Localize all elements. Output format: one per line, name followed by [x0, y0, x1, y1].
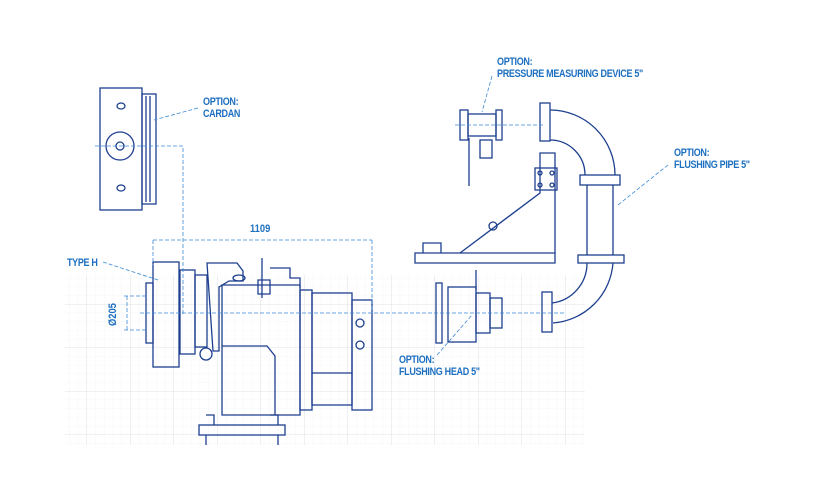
- type-h-label: TYPE H: [67, 257, 98, 269]
- cardan-option-drawing: [99, 87, 157, 211]
- cardan-label-name: CARDAN: [203, 108, 241, 120]
- flushing-pipe-drawing: [414, 102, 625, 333]
- pressure-device-label: OPTION: PRESSURE MEASURING DEVICE 5": [497, 56, 643, 80]
- pressure-device-drawing: [459, 109, 503, 186]
- leader-pressure: [481, 75, 493, 113]
- flushing-head-label: OPTION: FLUSHING HEAD 5": [399, 354, 480, 378]
- main-unit-drawing: [145, 258, 373, 445]
- flushing-head-label-name: FLUSHING HEAD 5": [399, 366, 480, 378]
- pressure-device-label-title: OPTION:: [497, 56, 533, 68]
- leader-flushing-pipe: [617, 164, 669, 206]
- flushing-pipe-label-title: OPTION:: [674, 147, 710, 159]
- flushing-pipe-label-name: FLUSHING PIPE 5": [674, 159, 750, 171]
- flushing-head-label-title: OPTION:: [399, 354, 435, 366]
- dimension-line-205: [124, 295, 146, 331]
- pressure-device-label-name: PRESSURE MEASURING DEVICE 5": [497, 68, 643, 80]
- cardan-centerline: [95, 145, 184, 314]
- dimension-line-1109: [152, 239, 373, 313]
- leader-cardan: [153, 107, 199, 121]
- leader-type-h: [102, 261, 159, 281]
- leader-flushing-head: [436, 314, 473, 356]
- cardan-label-title: OPTION:: [203, 96, 239, 108]
- cardan-label: OPTION: CARDAN: [203, 96, 240, 120]
- length-dimension: 1109: [250, 223, 271, 235]
- flushing-pipe-label: OPTION: FLUSHING PIPE 5": [674, 147, 750, 171]
- grid-background: [65, 275, 585, 445]
- diameter-dimension: Ø205: [107, 303, 119, 326]
